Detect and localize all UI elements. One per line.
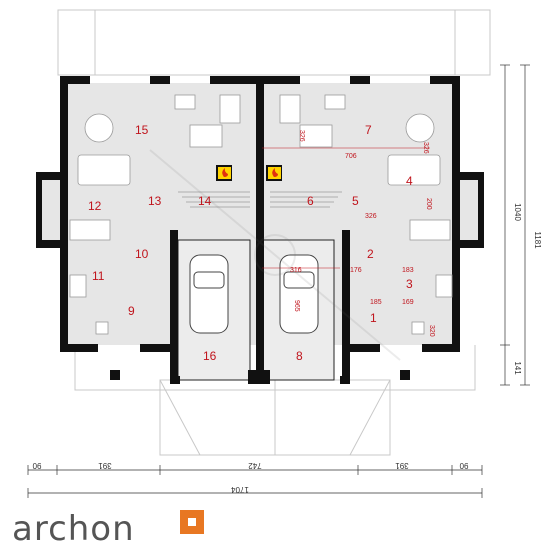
room-label: 11 xyxy=(92,269,105,283)
room-label: 15 xyxy=(135,123,149,137)
room-label: 14 xyxy=(198,194,212,208)
dimension-label: 1181 xyxy=(533,231,542,249)
dimension-label: 90 xyxy=(459,461,468,470)
room-label: 7 xyxy=(365,123,372,137)
room-label: 6 xyxy=(307,194,314,208)
dimension-label: 965 xyxy=(293,300,300,312)
room-label: 3 xyxy=(406,277,413,291)
dimension-label: 320 xyxy=(428,325,435,337)
room-label: 9 xyxy=(128,304,135,318)
room-label: 5 xyxy=(352,194,359,208)
dimension-label: 176 xyxy=(350,267,362,274)
room-label: 1 xyxy=(370,311,377,325)
room-label: 2 xyxy=(367,247,374,261)
dimension-label: 1040 xyxy=(513,203,522,221)
room-label: 12 xyxy=(88,199,102,213)
right-dimension-labels: 1040 1181 141 xyxy=(513,203,542,375)
room-label: 8 xyxy=(296,349,303,363)
dimension-label: 326 xyxy=(422,142,429,154)
fireplace-icon xyxy=(218,167,281,179)
bottom-dimensions xyxy=(27,465,483,498)
archon-watermark xyxy=(149,149,401,361)
car-icon xyxy=(189,254,319,334)
dimension-label: 169 xyxy=(402,299,414,306)
room-label: 16 xyxy=(203,349,217,363)
archon-logo: archon xyxy=(12,509,204,549)
bottom-dimension-labels: 90 391 742 391 90 1704 xyxy=(32,461,468,494)
dimension-label: 200 xyxy=(425,198,432,210)
dimension-label: 742 xyxy=(248,461,262,470)
room-labels-left: 15 12 13 14 10 11 9 16 xyxy=(88,123,217,363)
room-label: 10 xyxy=(135,247,149,261)
dimension-label: 391 xyxy=(395,461,409,470)
stairs xyxy=(178,191,342,208)
dimension-label: 90 xyxy=(32,461,41,470)
logo-text: archon xyxy=(12,509,135,549)
dimension-label: 185 xyxy=(370,299,382,306)
dimension-label: 326 xyxy=(365,213,377,220)
interior-dimensions: 706 326 326 200 316 176 183 185 169 326 … xyxy=(262,130,435,337)
right-dimensions xyxy=(500,64,530,386)
dimension-label: 326 xyxy=(298,130,305,142)
dimension-label: 141 xyxy=(513,361,522,375)
dimension-label: 316 xyxy=(290,267,302,274)
room-label: 4 xyxy=(406,174,413,188)
dimension-label: 183 xyxy=(402,267,414,274)
dimension-label: 706 xyxy=(345,153,357,160)
room-labels-right: 7 5 6 4 2 3 1 8 xyxy=(296,123,413,363)
dimension-label: 391 xyxy=(98,461,112,470)
room-label: 13 xyxy=(148,194,162,208)
furniture xyxy=(69,94,453,335)
dimension-label: 1704 xyxy=(231,485,249,494)
